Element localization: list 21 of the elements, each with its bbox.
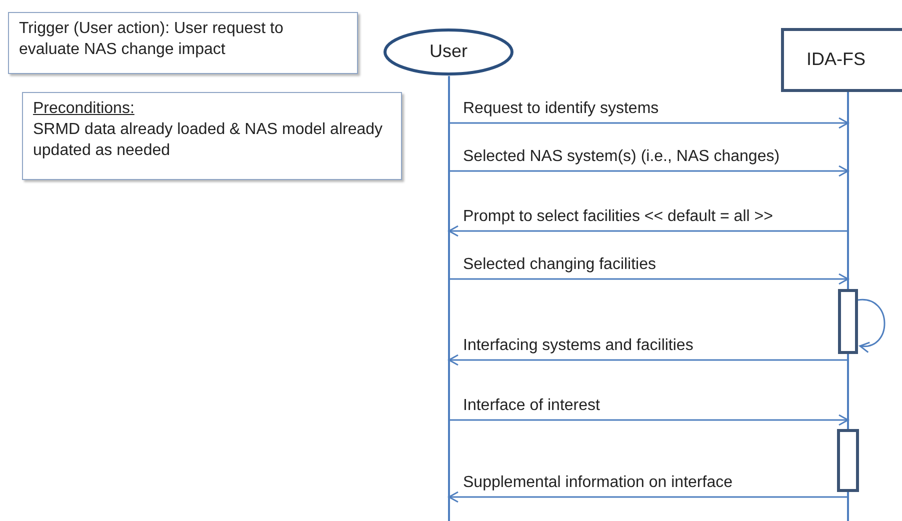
note-text: SRMD data already loaded & NAS model already updated as needed <box>33 120 384 161</box>
message-arrow <box>449 414 849 426</box>
note-box <box>8 12 358 74</box>
message-arrow <box>449 117 849 129</box>
message-arrow <box>449 273 849 285</box>
message-arrow <box>449 165 849 177</box>
message-arrow <box>448 354 848 366</box>
message-label: Supplemental information on interface <box>461 473 734 493</box>
self-message-arrow <box>858 299 886 352</box>
message-label: Request to identify systems <box>461 99 661 119</box>
note-text: Trigger (User action): User request to evaluate NAS change impact <box>19 19 284 60</box>
message-arrow <box>448 225 848 237</box>
lifeline-name: IDA-FS <box>805 49 866 70</box>
note-box <box>22 92 402 180</box>
message-label: Selected changing facilities <box>461 255 658 275</box>
message-label: Selected NAS system(s) (i.e., NAS changes) <box>461 147 782 167</box>
note-heading: Preconditions: <box>33 99 136 119</box>
message-arrow <box>448 491 848 503</box>
lifeline-name: User <box>428 41 468 62</box>
message-label: Prompt to select facilities << default = all >> <box>461 207 775 227</box>
message-label: Interfacing systems and facilities <box>461 336 696 356</box>
